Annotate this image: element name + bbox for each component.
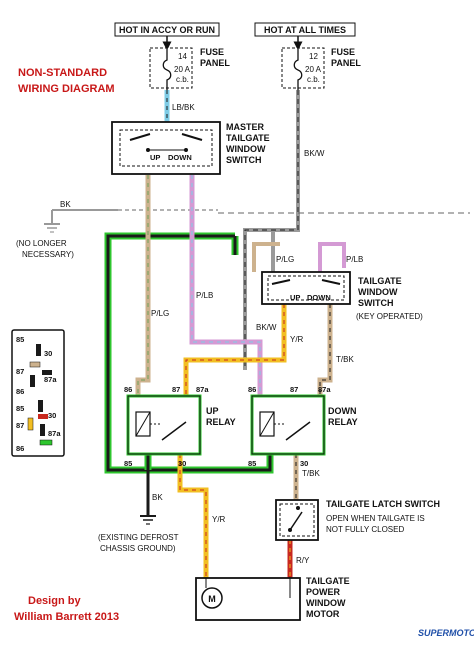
up-relay: [126, 394, 202, 456]
left-fuse-rating: 20 A: [174, 65, 191, 74]
wire-label-p-lb-right: P/LB: [346, 255, 363, 264]
latch-label: TAILGATE LATCH SWITCH: [326, 499, 440, 509]
master-label-2: TAILGATE: [226, 133, 270, 143]
down-relay-pin-30: 30: [300, 459, 308, 468]
motor-label-4: MOTOR: [306, 609, 340, 619]
left-fuse-number: 14: [178, 52, 187, 61]
down-relay-pin-86: 86: [248, 385, 256, 394]
legend-pin-87a-bottom: 87a: [48, 429, 61, 438]
title-line-2: WIRING DIAGRAM: [18, 83, 115, 95]
relay-pinout-legend: [11, 329, 65, 457]
up-relay-label-2: RELAY: [206, 417, 236, 427]
credit-line-1: Design by: [28, 595, 81, 607]
left-fuse: 14 20 A c.b.: [149, 47, 193, 90]
right-fuse-rating: 20 A: [305, 65, 322, 74]
legend-pin-87-bottom: 87: [16, 421, 24, 430]
tailgate-switch-label-3: SWITCH: [358, 298, 394, 308]
latch-note-1: OPEN WHEN TAILGATE IS: [326, 514, 425, 523]
left-source-label: HOT IN ACCY OR RUN: [119, 25, 215, 35]
up-relay-pin-87a: 87a: [196, 385, 209, 394]
master-switch-down: DOWN: [168, 153, 192, 162]
legend-pin-86-top: 86: [16, 387, 24, 396]
up-relay-label-1: UP: [206, 406, 219, 416]
tailgate-window-switch: UP DOWN: [261, 271, 351, 305]
tailgate-switch-up: UP: [290, 293, 300, 302]
tailgate-switch-down: DOWN: [307, 293, 331, 302]
right-fuse-label-2: PANEL: [331, 58, 361, 68]
wire-label-y-r-upper: Y/R: [290, 335, 304, 344]
left-fuse-type: c.b.: [176, 75, 189, 84]
tailgate-switch-label-1: TAILGATE: [358, 276, 402, 286]
chassis-ground-1: (EXISTING DEFROST: [98, 533, 179, 542]
wire-label-p-lg-left: P/LG: [151, 309, 169, 318]
up-relay-pin-87: 87: [172, 385, 180, 394]
tailgate-latch-switch: [275, 499, 319, 541]
motor-label-2: POWER: [306, 587, 341, 597]
down-relay-pin-85: 85: [248, 459, 256, 468]
down-relay-pin-87: 87: [290, 385, 298, 394]
credit-line-2: William Barrett 2013: [14, 611, 119, 623]
title-line-1: NON-STANDARD: [18, 67, 107, 79]
right-fuse: 12 20 A c.b.: [281, 47, 325, 90]
wire-label-p-lg-right: P/LG: [276, 255, 294, 264]
wire-t-bk-upper: [317, 304, 333, 396]
left-fuse-label-1: FUSE: [200, 47, 224, 57]
legend-pin-30-top: 30: [44, 349, 52, 358]
ground-note-2: NECESSARY): [22, 250, 74, 259]
motor-label-3: WINDOW: [306, 598, 346, 608]
tailgate-switch-note: (KEY OPERATED): [356, 312, 423, 321]
wire-label-t-bk-upper: T/BK: [336, 355, 354, 364]
up-relay-pin-85: 85: [124, 459, 132, 468]
tailgate-window-motor: M: [195, 577, 301, 621]
master-switch: UP DOWN: [111, 121, 221, 175]
ground-note-1: (NO LONGER: [16, 239, 67, 248]
wire-p-lg-left: [135, 175, 151, 396]
right-source-label: HOT AT ALL TIMES: [264, 25, 346, 35]
right-source-box: [254, 22, 356, 37]
down-relay: [250, 394, 326, 456]
master-label-3: WINDOW: [226, 144, 266, 154]
wire-label-bk-w: BK/W: [304, 149, 325, 158]
wire-label-p-lb-left: P/LB: [196, 291, 213, 300]
motor-label-1: TAILGATE: [306, 576, 350, 586]
wire-label-bk-top: BK: [60, 200, 71, 209]
latch-note-2: NOT FULLY CLOSED: [326, 525, 404, 534]
wire-label-y-r-lower: Y/R: [212, 515, 226, 524]
wire-label-bk-lower: BK: [152, 493, 163, 502]
chassis-ground-2: CHASSIS GROUND): [100, 544, 176, 553]
legend-pin-87a-top: 87a: [44, 375, 57, 384]
down-relay-pin-87a: 87a: [318, 385, 331, 394]
legend-pin-85-top: 85: [16, 335, 24, 344]
master-label-1: MASTER: [226, 122, 265, 132]
wire-label-r-y: R/Y: [296, 556, 310, 565]
master-label-4: SWITCH: [226, 155, 262, 165]
right-fuse-number: 12: [309, 52, 318, 61]
legend-pin-86-bottom: 86: [16, 444, 24, 453]
tailgate-switch-label-2: WINDOW: [358, 287, 398, 297]
watermark: SUPERMOTORS: [418, 628, 474, 638]
left-fuse-label-2: PANEL: [200, 58, 230, 68]
legend-pin-85-bottom: 85: [16, 404, 24, 413]
wire-y-r-upper: [183, 304, 287, 396]
right-fuse-label-1: FUSE: [331, 47, 355, 57]
legend-pin-87-top: 87: [16, 367, 24, 376]
legend-pin-30-bottom: 30: [48, 411, 56, 420]
wire-label-t-bk-lower: T/BK: [302, 469, 320, 478]
up-relay-pin-86: 86: [124, 385, 132, 394]
wire-label-lb-bk: LB/BK: [172, 103, 195, 112]
down-relay-label-1: DOWN: [328, 406, 357, 416]
down-relay-label-2: RELAY: [328, 417, 358, 427]
up-relay-pin-30: 30: [178, 459, 186, 468]
master-switch-up: UP: [150, 153, 160, 162]
wire-p-lb-left: [189, 175, 263, 396]
wire-label-bk-w-lower: BK/W: [256, 323, 277, 332]
motor-symbol: M: [208, 594, 216, 604]
right-fuse-type: c.b.: [307, 75, 320, 84]
